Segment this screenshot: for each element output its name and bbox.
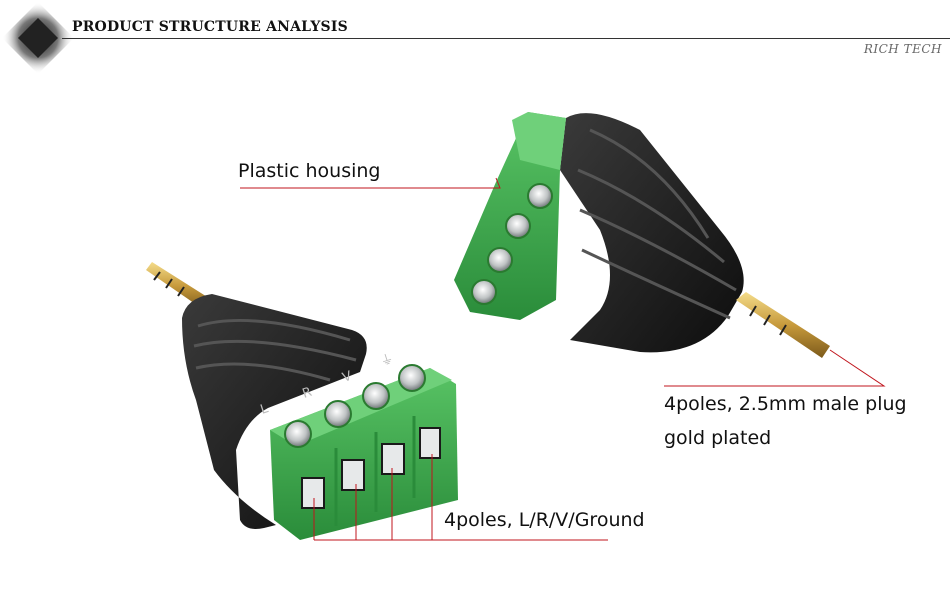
terminal-label-r: R — [301, 385, 314, 402]
callout-plastic-housing: Plastic housing — [238, 160, 381, 182]
rear-connector — [454, 112, 830, 358]
diamond-logo-icon — [2, 2, 74, 74]
brand-tag: RICH TECH — [863, 42, 942, 56]
front-plug-pin — [146, 262, 212, 310]
header-divider — [62, 38, 950, 39]
callout-terminals: 4poles, L/R/V/Ground — [444, 509, 645, 531]
page-title: PRODUCT STRUCTURE ANALYSIS — [72, 19, 348, 35]
rear-plastic-housing — [560, 113, 744, 353]
front-connector: L R V ⏚ — [146, 262, 458, 540]
terminal-label-ground: ⏚ — [379, 352, 396, 370]
callout-lines — [240, 177, 886, 541]
callout-plug-line1: 4poles, 2.5mm male plug — [664, 393, 907, 415]
rear-plug-pin — [736, 292, 830, 358]
callout-plug-line2: gold plated — [664, 427, 772, 449]
terminal-screws — [284, 364, 426, 448]
